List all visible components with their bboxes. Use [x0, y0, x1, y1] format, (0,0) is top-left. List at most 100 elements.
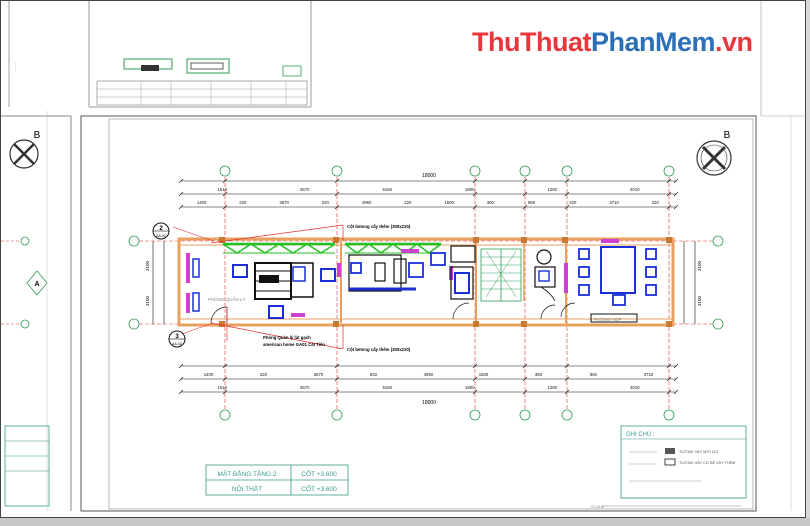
section-marker-3: 3 AA-02: [168, 330, 186, 348]
dim-top-inner-1: 220: [239, 200, 247, 205]
windows: [222, 242, 442, 254]
dim-tick: [472, 178, 478, 184]
dim-top-outer-3: 1800: [465, 187, 475, 192]
watermark-part2: PhanMem: [590, 27, 716, 57]
dim-top-total: 18000: [422, 173, 436, 179]
dim-right-2: 3100: [697, 295, 702, 306]
room-label-meeting: PHÒNG HỌP: [594, 316, 622, 322]
section-ref-2-sub: AA-02: [156, 234, 166, 238]
dim-tick: [178, 204, 184, 210]
dim-tick: [564, 204, 570, 210]
dim-bottom-inner-3: 933: [370, 372, 378, 377]
title-row2-right: CỐT +3.600: [301, 483, 337, 493]
dim-bottom-outer-2: 5150: [382, 385, 392, 390]
dim-tick: [222, 363, 228, 369]
dim-top-inner-6: 1500: [444, 200, 454, 205]
dim-tick: [334, 389, 340, 395]
dim-tick: [564, 178, 570, 184]
axis-bubble-bottom-5: [663, 409, 675, 421]
axis-bubble-side-3: [712, 318, 724, 330]
dim-tick: [522, 204, 528, 210]
dim-tick: [564, 376, 570, 382]
dim-bottom-inner-6: 360: [535, 372, 543, 377]
dim-top-outer-2: 5150: [382, 187, 392, 192]
door-swings: [210, 302, 576, 324]
dim-tick: [673, 389, 679, 395]
legend-item-2: TƯỜNG XÂY CŨ ĐÃ XÂY THÊM: [679, 460, 735, 465]
watermark-part3: .vn: [715, 27, 753, 57]
svg-text:·····: ·····: [13, 62, 19, 71]
dim-top-inner-10: 3710: [609, 200, 619, 205]
dim-left-2: 3100: [145, 295, 150, 306]
legend-swatch-1: [665, 448, 675, 454]
axis-bubble-bottom-0: [219, 409, 231, 421]
axis-bubble-top-3: [519, 165, 531, 177]
dim-top-outer-5: 4010: [630, 187, 640, 192]
dim-tick: [666, 389, 672, 395]
horizontal-scrollbar[interactable]: [0, 518, 810, 526]
dim-top-inner-7: 300: [487, 200, 495, 205]
dim-bottom-inner-0: 1400: [204, 372, 214, 377]
staircase: [480, 248, 556, 302]
dim-tick: [673, 204, 679, 210]
dim-tick: [334, 191, 340, 197]
dim-tick: [666, 363, 672, 369]
dim-tick: [178, 389, 184, 395]
note-floor-line1: Phòng Quản lý lát gạch: [263, 335, 311, 340]
legend-item-1: TƯỜNG XÂY MỚI 110: [679, 449, 718, 454]
dim-left-1: 3100: [145, 260, 150, 271]
title-row1-left: MẶT BẰNG TẦNG 2: [218, 468, 277, 478]
dim-tick: [666, 191, 672, 197]
dim-bottom-outer-0: 1510: [217, 385, 227, 390]
dim-bottom-inner-7: 960: [590, 372, 598, 377]
dim-tick: [673, 363, 679, 369]
dim-bottom-inner-2: 3670: [314, 372, 324, 377]
dim-tick: [222, 178, 228, 184]
dim-tick: [334, 178, 340, 184]
axis-bubble-top-0: [219, 165, 231, 177]
dim-tick: [334, 376, 340, 382]
dim-tick: [178, 191, 184, 197]
dim-top-inner-4: 4950: [362, 200, 372, 205]
legend-box: GHI CHÚ : TƯỜNG XÂY MỚI 110 TƯỜNG XÂY CŨ…: [591, 425, 747, 509]
dim-tick: [472, 376, 478, 382]
dim-tick: [472, 204, 478, 210]
dim-top-inner-2: 3670: [279, 200, 289, 205]
dim-top-outer-0: 1510: [217, 187, 227, 192]
dimension-ticks: [178, 178, 679, 395]
dim-tick: [564, 389, 570, 395]
note-floor-line2: american home GA01 Cát Tiên: [263, 342, 325, 347]
dim-tick: [673, 191, 679, 197]
dim-tick: [522, 376, 528, 382]
north-arrow-right: [696, 140, 732, 176]
axis-bubble-top-4: [561, 165, 573, 177]
left-adjacent-sheet: [1, 111, 72, 511]
dim-top-outer-4: 1260: [547, 187, 557, 192]
dim-top-inner-5: 220: [404, 200, 412, 205]
dim-tick: [522, 363, 528, 369]
axis-bubble-bottom-2: [469, 409, 481, 421]
section-label-a: A: [34, 281, 39, 288]
main-sheet: [80, 1, 807, 512]
scale-label: SCALE: [591, 504, 604, 509]
title-block: MẶT BẰNG TẦNG 2 CỐT +3.600 NỘI THẤT CỐT …: [205, 464, 349, 496]
dim-tick: [564, 363, 570, 369]
dim-tick: [222, 191, 228, 197]
dim-tick: [472, 389, 478, 395]
dim-tick: [564, 191, 570, 197]
axis-bubble-bottom-4: [561, 409, 573, 421]
dim-top-inner-8: 960: [528, 200, 536, 205]
grid-label-b-right: B: [724, 130, 731, 141]
dim-tick: [522, 178, 528, 184]
dim-bottom-inner-1: 220: [260, 372, 268, 377]
dim-tick: [334, 204, 340, 210]
dim-tick: [334, 363, 340, 369]
dim-tick: [178, 363, 184, 369]
note-column-top: Cột betong cấy thêm (300x220): [347, 224, 411, 229]
axis-bubbles: [128, 165, 724, 421]
axis-bubble-top-5: [663, 165, 675, 177]
dim-tick: [222, 376, 228, 382]
section-ref-3-sub: AA-02: [172, 342, 182, 346]
